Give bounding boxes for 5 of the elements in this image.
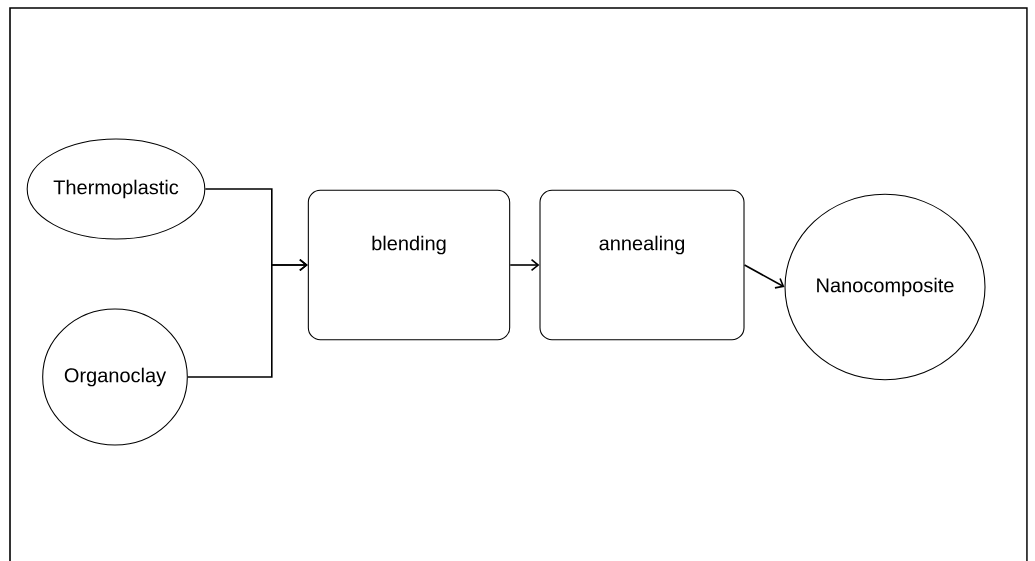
process-box: annealing <box>539 189 745 341</box>
arrow <box>509 258 540 272</box>
arrow <box>187 258 308 378</box>
process-box: blending <box>307 189 511 341</box>
arrow <box>743 264 785 289</box>
